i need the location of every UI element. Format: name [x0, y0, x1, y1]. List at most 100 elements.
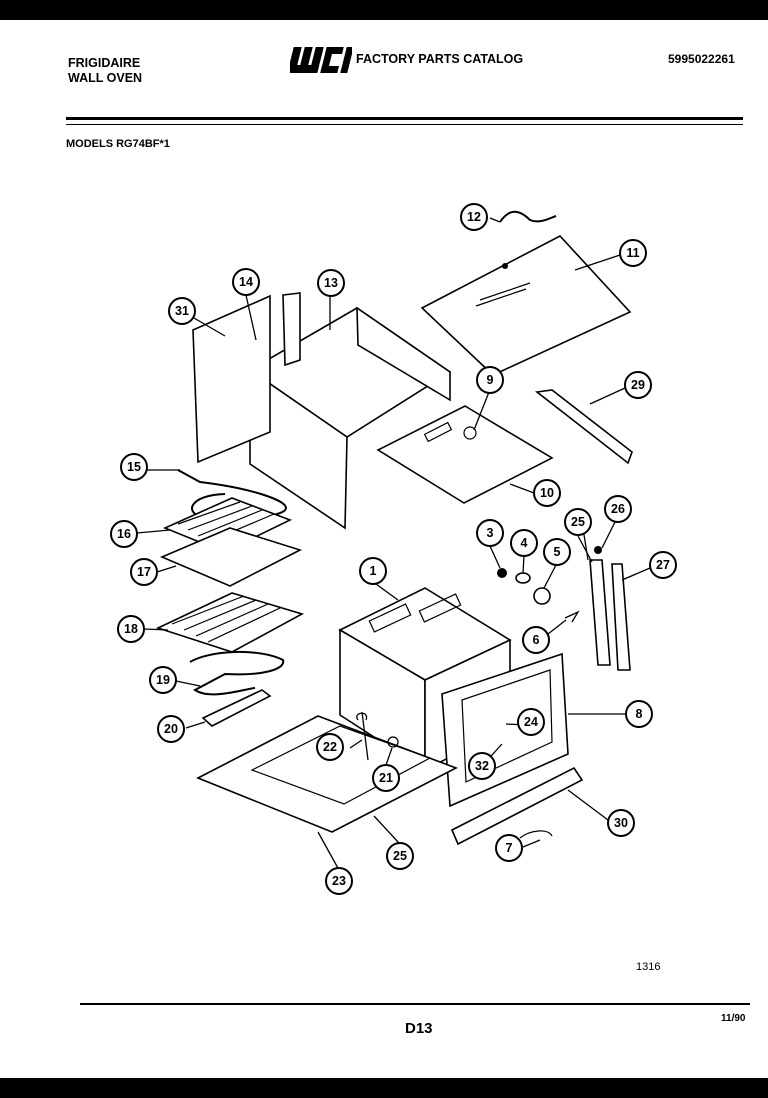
svg-text:23: 23 [332, 874, 346, 888]
callout-18: 18 [117, 615, 145, 643]
svg-text:31: 31 [175, 304, 189, 318]
part-5 [533, 587, 551, 605]
brand-name: FRIGIDAIRE [68, 56, 141, 70]
part-21 [387, 736, 399, 748]
svg-text:19: 19 [156, 673, 170, 687]
callout-13: 13 [317, 269, 345, 297]
svg-text:22: 22 [323, 740, 337, 754]
callout-5: 5 [543, 538, 571, 566]
svg-text:27: 27 [656, 558, 670, 572]
callout-16: 16 [110, 520, 138, 548]
svg-text:3: 3 [487, 526, 494, 540]
footer-rule [80, 1003, 750, 1005]
callout-14: 14 [232, 268, 260, 296]
side-trim-right [611, 563, 631, 671]
svg-text:16: 16 [117, 527, 131, 541]
top-panel [420, 235, 632, 376]
callout-6: 6 [522, 626, 550, 654]
svg-text:26: 26 [611, 502, 625, 516]
callout-22: 22 [316, 733, 344, 761]
callout-10: 10 [533, 479, 561, 507]
callout-11: 11 [619, 239, 647, 267]
brand-block: FRIGIDAIRE WALL OVEN [68, 56, 142, 86]
callout-1: 1 [359, 557, 387, 585]
element-bracket [201, 689, 272, 727]
callout-20: 20 [157, 715, 185, 743]
callout-25-upper: 25 [564, 508, 592, 536]
svg-text:25: 25 [393, 849, 407, 863]
svg-text:13: 13 [324, 276, 338, 290]
callout-29: 30 [607, 809, 635, 837]
model-number: MODELS RG74BF*1 [66, 138, 170, 150]
page-label: D13 [405, 1020, 433, 1037]
broil-pan [159, 527, 303, 587]
callout-8: 8 [625, 700, 653, 728]
callout-15: 15 [120, 453, 148, 481]
catalog-number: 5995022261 [668, 52, 735, 66]
product-type: WALL OVEN [68, 71, 143, 85]
header-rule [66, 117, 743, 120]
part-28 [594, 546, 602, 554]
callout-12: 12 [460, 203, 488, 231]
svg-text:9: 9 [487, 373, 494, 387]
revision-date: 11/90 [721, 1013, 746, 1024]
callout-9: 9 [476, 366, 504, 394]
callout-21: 21 [372, 764, 400, 792]
svg-text:18: 18 [124, 622, 138, 636]
wire-harness [499, 210, 557, 223]
svg-text:7: 7 [506, 841, 513, 855]
callout-3: 3 [476, 519, 504, 547]
svg-text:12: 12 [467, 210, 481, 224]
svg-text:10: 10 [540, 486, 554, 500]
callout-4: 4 [510, 529, 538, 557]
drawing-code: 1316 [636, 961, 661, 973]
callout-17: 17 [130, 558, 158, 586]
vent-trim [450, 766, 584, 846]
side-panel [192, 294, 271, 464]
svg-text:32: 32 [475, 759, 489, 773]
callout-26: 26 [604, 495, 632, 523]
wci-logo [290, 47, 352, 73]
svg-text:20: 20 [164, 722, 178, 736]
callout-32: 32 [468, 752, 496, 780]
oven-cavity-wrapper [248, 292, 452, 530]
callout-7: 7 [495, 834, 523, 862]
svg-text:24: 24 [524, 715, 538, 729]
callout-23: 23 [325, 867, 353, 895]
bake-element [189, 651, 285, 696]
clip-6 [564, 610, 580, 623]
trim-bracket [535, 389, 633, 465]
svg-text:15: 15 [127, 460, 141, 474]
header-rule-thin [66, 124, 743, 125]
hinge-7 [519, 830, 553, 839]
bottom-border [0, 1078, 768, 1098]
svg-text:21: 21 [379, 771, 393, 785]
knob-3 [497, 568, 507, 578]
callout-24: 24 [517, 708, 545, 736]
svg-text:1: 1 [370, 564, 377, 578]
floor-panel [196, 715, 458, 833]
svg-text:14: 14 [239, 275, 253, 289]
side-trim-left [589, 559, 611, 666]
latch-22 [356, 711, 369, 761]
callout-27: 27 [649, 551, 677, 579]
svg-text:8: 8 [636, 707, 643, 721]
svg-text:25: 25 [571, 515, 585, 529]
svg-text:30: 30 [614, 816, 628, 830]
svg-text:4: 4 [521, 536, 528, 550]
svg-text:11: 11 [626, 246, 639, 260]
callout-19: 19 [149, 666, 177, 694]
bottom-panel [376, 405, 554, 504]
catalog-title: FACTORY PARTS CATALOG [356, 52, 524, 66]
top-border [0, 0, 768, 20]
svg-text:29: 29 [631, 378, 645, 392]
oven-rack [155, 592, 305, 653]
svg-text:5: 5 [554, 545, 561, 559]
callout-31: 31 [168, 297, 196, 325]
svg-text:6: 6 [533, 633, 540, 647]
svg-text:17: 17 [137, 565, 151, 579]
callout-30: 29 [624, 371, 652, 399]
callout-25-lower: 25 [386, 842, 414, 870]
